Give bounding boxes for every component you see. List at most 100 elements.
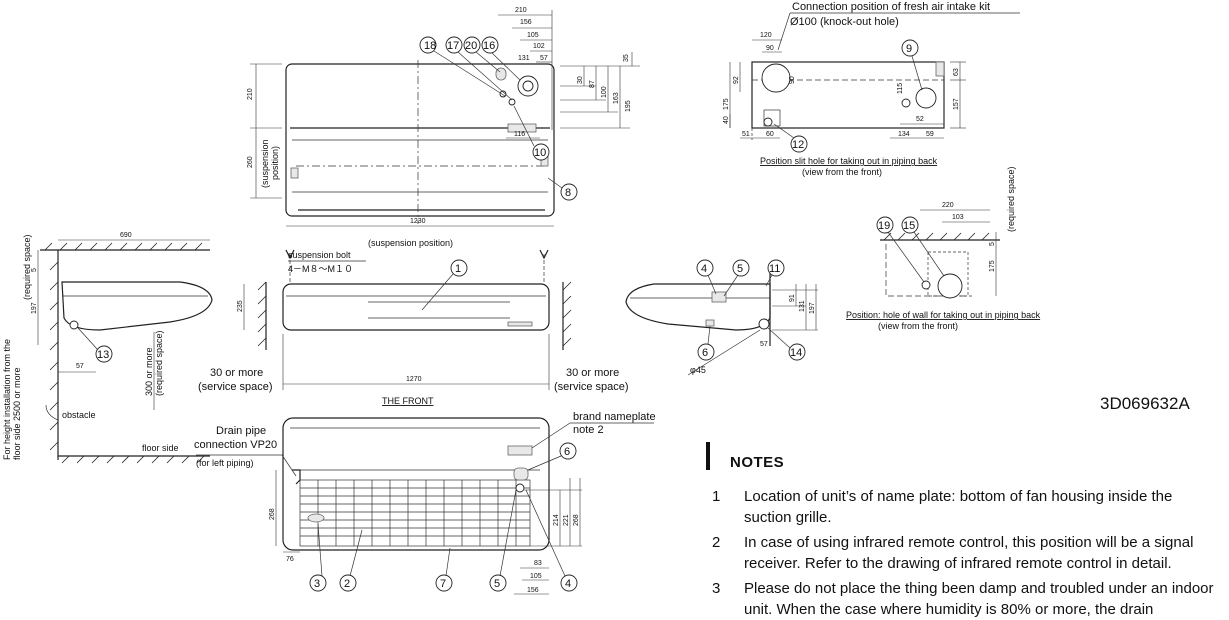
dim-120: 120 <box>760 32 772 39</box>
required-300-2: (required space) <box>154 330 164 396</box>
svg-text:6: 6 <box>702 347 708 359</box>
svg-text:17: 17 <box>447 40 459 52</box>
dim-268-right: 268 <box>573 514 580 526</box>
dim-5: 5 <box>31 268 38 272</box>
top-view: 210 156 105 102 131 57 35 30 87 100 163 … <box>247 7 640 248</box>
dim-83: 83 <box>534 560 542 567</box>
dim-52: 52 <box>916 116 924 123</box>
height-install-1: For height installation from the <box>2 339 12 460</box>
dim-131-right: 131 <box>799 300 806 312</box>
dim-91: 91 <box>789 294 796 302</box>
callout-4-top: 4 <box>696 259 714 277</box>
callout-6-top: 6 <box>697 343 715 361</box>
dim-90-v: 90 <box>789 76 796 84</box>
note-number: 2 <box>712 534 721 551</box>
height-install-2: floor side 2500 or more <box>12 367 22 460</box>
notes-title: NOTES <box>730 454 785 471</box>
suspension-label-1: (suspension <box>260 139 270 188</box>
note-text: Please do not place the thing been damp … <box>744 580 1214 618</box>
svg-text:5: 5 <box>737 263 743 275</box>
dim-175: 175 <box>723 98 730 110</box>
fresh-air-label: Connection position of fresh air intake … <box>792 1 990 13</box>
wall-view: (view from the front) <box>878 321 958 331</box>
callout-5-top: 5 <box>732 259 750 277</box>
callout-15: 15 <box>901 216 919 234</box>
callout-10: 10 <box>532 143 550 161</box>
dim-197: 197 <box>31 302 38 314</box>
nameplate-label-1: brand nameplate <box>573 411 656 423</box>
dim-1230: 1230 <box>410 218 426 225</box>
dim-268-left: 268 <box>269 508 276 520</box>
dim-134: 134 <box>898 131 910 138</box>
service-left-2: (service space) <box>198 381 273 393</box>
callout-12: 12 <box>790 135 808 153</box>
dim-220: 220 <box>942 202 954 209</box>
svg-text:1: 1 <box>455 263 461 275</box>
dim-30: 30 <box>577 76 584 84</box>
svg-text:13: 13 <box>97 349 109 361</box>
dim-59: 59 <box>926 131 934 138</box>
dim-115: 115 <box>897 83 904 94</box>
svg-text:12: 12 <box>792 139 804 151</box>
dim-105: 105 <box>527 32 539 39</box>
svg-text:20: 20 <box>465 40 477 52</box>
service-left-1: 30 or more <box>210 367 263 379</box>
callout-3: 3 <box>309 574 327 592</box>
dim-156: 156 <box>520 19 532 26</box>
dim-103: 103 <box>952 214 964 221</box>
drain-label-3: (for left piping) <box>196 458 254 468</box>
dim-195: 195 <box>625 100 632 112</box>
dim-260: 260 <box>247 156 254 168</box>
dim-221: 221 <box>563 514 570 526</box>
drain-label-1: Drain pipe <box>216 425 266 437</box>
dim-690: 690 <box>120 232 132 239</box>
technical-drawing: 210 156 105 102 131 57 35 30 87 100 163 … <box>2 1 1041 595</box>
bottom-view: 268 76 214 221 268 83 105 156 Drain pipe… <box>194 411 656 595</box>
callout-17: 17 <box>445 36 463 54</box>
callout-4-bottom: 4 <box>560 574 578 592</box>
svg-text:11: 11 <box>769 263 780 275</box>
dim-116: 116 <box>514 131 525 138</box>
dim-5-wall: 5 <box>989 242 996 246</box>
service-right-2: (service space) <box>554 381 629 393</box>
suspension-bolt-label: suspension bolt <box>288 250 351 260</box>
dim-210: 210 <box>515 7 527 14</box>
obstacle-label: obstacle <box>62 410 96 420</box>
dim-92: 92 <box>733 76 740 84</box>
svg-text:7: 7 <box>440 578 446 590</box>
suspension-label-2: position) <box>270 146 280 180</box>
svg-text:14: 14 <box>790 347 802 359</box>
phi45-label: φ45 <box>690 365 706 375</box>
callout-5-bottom: 5 <box>489 574 507 592</box>
dim-235: 235 <box>237 300 244 312</box>
svg-text:18: 18 <box>424 40 436 52</box>
callout-14: 14 <box>788 343 806 361</box>
dim-57-left: 57 <box>76 363 84 370</box>
callout-2: 2 <box>339 574 357 592</box>
note-number: 1 <box>712 488 721 505</box>
note-text: Location of unit’s of name plate: bottom… <box>744 488 1173 526</box>
dim-63: 63 <box>953 68 960 76</box>
dim-197-right: 197 <box>809 302 816 314</box>
callout-16: 16 <box>481 36 499 54</box>
svg-text:9: 9 <box>906 43 912 55</box>
knockout-label: Ø100 (knock-out hole) <box>790 16 899 28</box>
notes-bar <box>706 442 710 470</box>
callout-8: 8 <box>560 183 578 201</box>
dim-131: 131 <box>518 55 530 62</box>
callout-9: 9 <box>901 39 919 57</box>
required-300-1: 300 or more <box>144 347 154 396</box>
note-number: 3 <box>712 580 721 597</box>
svg-text:19: 19 <box>878 220 890 232</box>
required-space-left: (required space) <box>22 234 32 300</box>
svg-text:8: 8 <box>565 187 571 199</box>
svg-text:5: 5 <box>494 578 500 590</box>
bolt-spec: 4－M８～M１０ <box>288 264 353 274</box>
dim-57: 57 <box>540 55 548 62</box>
dim-157: 157 <box>953 98 960 110</box>
floor-side-label: floor side <box>142 443 179 453</box>
wall-title: Position: hole of wall for taking out in… <box>846 310 1041 320</box>
callout-6-bottom: 6 <box>559 442 577 460</box>
drain-label-2: connection VP20 <box>194 439 277 451</box>
dim-156-bottom: 156 <box>527 587 539 594</box>
